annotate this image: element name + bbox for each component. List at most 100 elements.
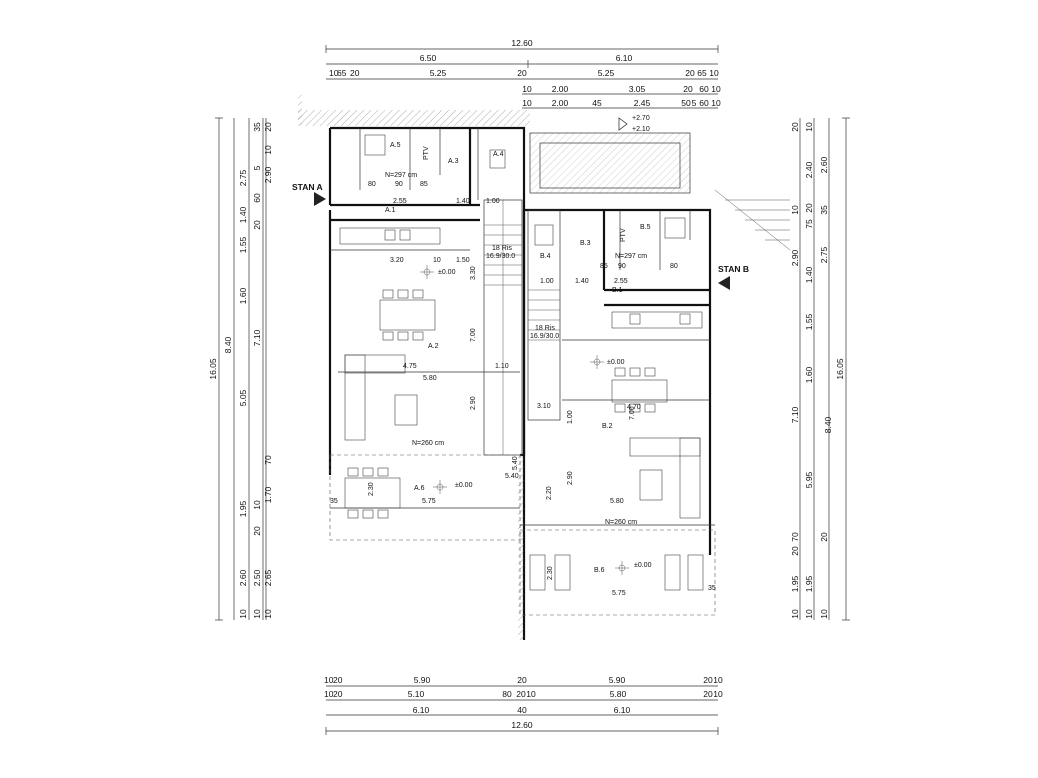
dim-top-r4-4: 60 <box>699 84 709 94</box>
idim-31: 5.40 <box>505 473 519 480</box>
dim-right-c4-3: 75 <box>804 219 814 229</box>
idim-26: 1.00 <box>540 278 554 285</box>
door-note-1: N=260 cm <box>412 440 444 447</box>
dim-bot-r2-8: 10 <box>713 689 723 699</box>
dim-top-r4-0: 10 <box>522 84 532 94</box>
stairs-note-a2: 16.9/30.0 <box>486 253 515 260</box>
idim-25: 1.40 <box>575 278 589 285</box>
idim-6: 5.80 <box>423 375 437 382</box>
idim-0: 3.20 <box>390 257 404 264</box>
room-a6: A.6 <box>414 485 425 492</box>
dim-right-c4-8: 1.95 <box>804 575 814 592</box>
room-a1: A.1 <box>385 207 396 214</box>
dim-right-c3-3: 7.10 <box>790 406 800 423</box>
room-a4: A.4 <box>493 151 504 158</box>
dim-right-c5-4: 10 <box>819 609 829 619</box>
dim-left-c5-4: 1.70 <box>263 486 273 503</box>
dim-left-c3-0: 2.75 <box>238 169 248 186</box>
furniture <box>314 117 730 591</box>
dim-top-r3-1: 65 <box>337 68 347 78</box>
dim-right-c5-0: 2.60 <box>819 156 829 173</box>
room-a3: A.3 <box>448 158 459 165</box>
idim-4: 7.00 <box>470 328 477 342</box>
room-b2: B.2 <box>602 423 613 430</box>
level-b2: ±0.00 <box>607 359 625 366</box>
dim-right-c4-6: 1.60 <box>804 366 814 383</box>
idim-21: 80 <box>368 181 376 188</box>
dim-right-c3-6: 1.95 <box>790 575 800 592</box>
building-walls <box>298 95 791 640</box>
bottom-dimensions: 10 20 5.90 20 5.90 20 10 10 20 5.10 80 2… <box>324 675 723 735</box>
idim-29: 85 <box>600 263 608 270</box>
ptv-b-label: PTV <box>620 228 627 242</box>
dim-left-c5-1: 10 <box>263 145 273 155</box>
idim-32: 2.20 <box>546 486 553 500</box>
dim-left-c4-8: 10 <box>252 609 262 619</box>
idim-23: 85 <box>420 181 428 188</box>
idim-16: 2.30 <box>547 566 554 580</box>
dim-bot-r2-3: 80 <box>502 689 512 699</box>
dim-left-c4-4: 7.10 <box>252 329 262 346</box>
dim-bot-r3-2: 6.10 <box>614 705 631 715</box>
right-dimensions: 20 10 2.90 7.10 70 20 1.95 10 10 2.40 20… <box>790 117 850 621</box>
dim-right-c5-2: 2.75 <box>819 246 829 263</box>
idim-30: 5.40 <box>512 456 519 470</box>
left-dimensions: 16.05 8.40 2.75 1.40 1.55 1.60 5.05 1.95… <box>208 117 273 621</box>
dim-right-c3-4: 70 <box>790 532 800 542</box>
idim-3: 3.30 <box>470 266 477 280</box>
idim-5: 4.75 <box>403 363 417 370</box>
dim-top-r5-1: 2.00 <box>552 98 569 108</box>
idim-10: 5.75 <box>422 498 436 505</box>
dim-top-r3-3: 5.25 <box>430 68 447 78</box>
dim-left-c4-6: 20 <box>252 526 262 536</box>
idim-18: 2.55 <box>393 198 407 205</box>
dim-right-c2: 8.40 <box>823 416 833 433</box>
idim-17: 5.75 <box>612 590 626 597</box>
top-dimensions: 12.60 6.50 6.10 10 65 20 5.25 20 5.25 20… <box>325 38 721 109</box>
dim-bot-r2-7: 20 <box>703 689 713 699</box>
dim-right-c4-4: 1.40 <box>804 266 814 283</box>
dim-left-c5-3: 70 <box>263 455 273 465</box>
dim-bot-r1-5: 20 <box>703 675 713 685</box>
dim-top-half-1: 6.50 <box>420 53 437 63</box>
idim-27: 90 <box>618 263 626 270</box>
idim-9: 2.30 <box>368 482 375 496</box>
dim-bot-r3-0: 6.10 <box>413 705 430 715</box>
dim-right-c4-1: 2.40 <box>804 161 814 178</box>
dim-right-c3-2: 2.90 <box>790 249 800 266</box>
dim-bot-r2-4: 20 <box>516 689 526 699</box>
dim-bot-r1-4: 5.90 <box>609 675 626 685</box>
dim-left-c5-5: 2.65 <box>263 569 273 586</box>
idim-1: 10 <box>433 257 441 264</box>
door-note-4: N=297 cm <box>615 253 647 260</box>
dim-top-r4-2: 3.05 <box>629 84 646 94</box>
room-b4: B.4 <box>540 253 551 260</box>
dim-bot-r1-2: 5.90 <box>414 675 431 685</box>
idim-20: 1.00 <box>486 198 500 205</box>
dim-right-c5-3: 20 <box>819 532 829 542</box>
idim-34: 35 <box>330 498 338 505</box>
dim-left-c4-7: 2.50 <box>252 569 262 586</box>
dim-top-r4-5: 10 <box>711 84 721 94</box>
dim-left-c2: 8.40 <box>223 336 233 353</box>
idim-24: 2.55 <box>614 278 628 285</box>
dim-right-c4-7: 5.95 <box>804 471 814 488</box>
ptv-a-label: PTV <box>423 146 430 160</box>
dim-top-r3-5: 5.25 <box>598 68 615 78</box>
dim-top-half-2: 6.10 <box>616 53 633 63</box>
dim-bot-r2-2: 5.10 <box>408 689 425 699</box>
dim-right-c4-2: 20 <box>804 203 814 213</box>
room-b1: B.1 <box>612 287 623 294</box>
dim-left-c3-3: 1.60 <box>238 287 248 304</box>
dim-top-r5-7: 10 <box>711 98 721 108</box>
room-a5: A.5 <box>390 142 401 149</box>
dim-right-c4-0: 10 <box>804 122 814 132</box>
dim-left-c5-6: 10 <box>263 609 273 619</box>
dim-bot-r2-5: 10 <box>526 689 536 699</box>
room-a2: A.2 <box>428 343 439 350</box>
dim-left-c5-2: 2.90 <box>263 166 273 183</box>
dim-bot-r1-3: 20 <box>517 675 527 685</box>
dim-top-r5-5: 5 <box>692 98 697 108</box>
dim-right-c4-5: 1.55 <box>804 313 814 330</box>
